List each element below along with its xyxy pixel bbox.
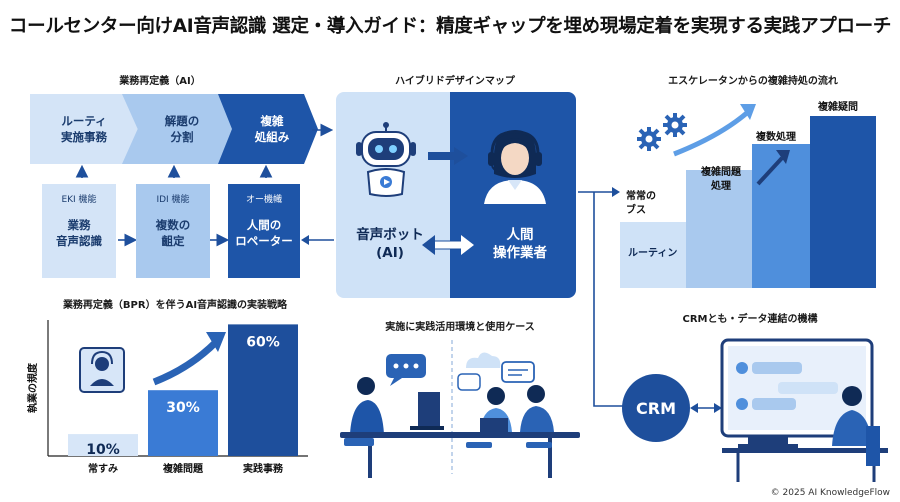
copyright-footer: © 2025 AI KnowledgeFlow [770, 488, 890, 498]
bar-3 [228, 324, 298, 456]
bpr-box-2: IDI 機能 複数の 齟定 [136, 184, 210, 278]
stair-label-complex-question: 複雑疑問 [818, 102, 858, 113]
stair-label-complex-problem: 複雑問題 処理 [701, 167, 741, 192]
crm-badge-label: CRM [636, 398, 676, 418]
bpr-box-1: EKI 機能 業務 音声認識 [42, 184, 116, 278]
person-woman-left [350, 377, 384, 434]
monitor-headset-icon [79, 347, 125, 393]
chart-y-label: 執業の規度 [26, 362, 39, 413]
robot-icon [356, 122, 416, 197]
human-operator-label: 人間 操作業者 [493, 227, 547, 262]
stair-4 [752, 144, 810, 288]
person-headset-center [480, 387, 512, 434]
gear-icon [637, 127, 661, 151]
laptop-icon [410, 392, 444, 430]
chevron-step-1: ルーティ 実施事務 [30, 94, 138, 164]
ai-to-human-arrow [428, 147, 468, 165]
strategy-heading: 業務再定義（BPR）を伴うAI音声認識の実装戦略 [62, 300, 288, 311]
bpr-box-3-caption: オー機幟 [245, 195, 282, 205]
stair-label-common: 常常の ブス [626, 191, 656, 216]
strategy-bar-chart: 執業の規度 10% 常すみ 30% 複雑問題 60% 実践事務 [26, 320, 308, 475]
message-bubble-icon [501, 361, 535, 383]
person-at-desk [832, 386, 880, 466]
bar-value-label-3: 60% [246, 334, 280, 350]
growth-arrow-head [206, 332, 226, 352]
staircase [620, 104, 876, 288]
growth-arrow [152, 339, 219, 386]
hybrid-heading: ハイブリドデザインマップ [395, 76, 515, 87]
usecase-heading: 実施に実践活用環境と使用ケース [385, 322, 535, 333]
bpr-box-3-label: 人間の ロペーター [235, 218, 293, 249]
bidirectional-arrow [422, 235, 474, 255]
bpr-arrow-lines [75, 123, 334, 247]
escalation-curve-2 [756, 156, 784, 186]
escalation-curve-head [740, 104, 756, 120]
stair-5 [810, 116, 876, 288]
monitor-icon [720, 338, 874, 448]
stair-label-routine: ルーティン [628, 248, 678, 259]
stair-3 [686, 170, 752, 194]
crm-heading: CRMとも・データ連結の機構 [682, 314, 818, 325]
bar-2 [148, 390, 218, 456]
chevron-step-1-label: ルーティ 実施事務 [61, 113, 107, 144]
bar-category-label-1: 常すみ [88, 462, 118, 475]
escalation-curve [673, 110, 750, 157]
settings-gear-icon [663, 113, 687, 137]
cloud-icon [466, 352, 501, 368]
chevron-step-2: 解題の 分割 [122, 94, 234, 164]
hybrid-to-escalation-arrow [578, 187, 620, 197]
crm-sync-arrow [690, 403, 722, 413]
bpr-box-3: オー機幟 人間の ロペーター [228, 184, 300, 278]
back-arrow-head [301, 235, 309, 245]
crm-workstation [720, 338, 888, 482]
usecase-illustration [340, 340, 580, 478]
bar-1 [68, 434, 138, 456]
chevron-step-3-label: 複雑 処組み [254, 113, 290, 144]
bpr-box-2-label: 複数の 齟定 [155, 218, 191, 249]
stair-label-multiple: 複数処理 [756, 132, 796, 143]
person-headset-right [520, 385, 554, 432]
page-title: コールセンター向けAI音声認識 選定・導入ガイド：精度ギャップを埋め現場定着を実… [8, 16, 892, 37]
escalation-heading: エスケレータンからの複雑持処の流れ [668, 76, 838, 87]
bpr-box-2-caption: IDI 機能 [156, 195, 190, 205]
bpr-to-hybrid-arrow [301, 235, 334, 245]
crm-badge: CRM [622, 374, 690, 442]
bpr-box-1-caption: EKI 機能 [61, 195, 97, 205]
chevron-step-2-label: 解題の 分割 [164, 113, 200, 144]
bpr-box-1-label: 業務 音声認識 [56, 218, 102, 249]
chat-bubble-icon [386, 354, 426, 386]
small-chat-icon [457, 373, 481, 391]
stair-2 [686, 194, 752, 288]
voicebot-label: 音声ボット (AI) [356, 227, 424, 262]
bpr-arrows [75, 123, 334, 247]
bpr-heading: 業務再定義（AI） [119, 76, 201, 87]
operator-icon [484, 130, 546, 204]
desk-icon [722, 448, 888, 482]
office-table [340, 432, 580, 478]
office-chairs [344, 438, 552, 448]
stair-1 [620, 222, 686, 288]
bar-value-label-2: 30% [166, 400, 200, 416]
chevron-step-3: 複雑 処組み [218, 94, 318, 164]
bar-category-label-2: 複雑問題 [162, 462, 204, 475]
bar-category-label-3: 実践事務 [243, 462, 284, 475]
escalation-curve-2-head [776, 150, 790, 164]
bar-value-label-1: 10% [86, 442, 120, 458]
